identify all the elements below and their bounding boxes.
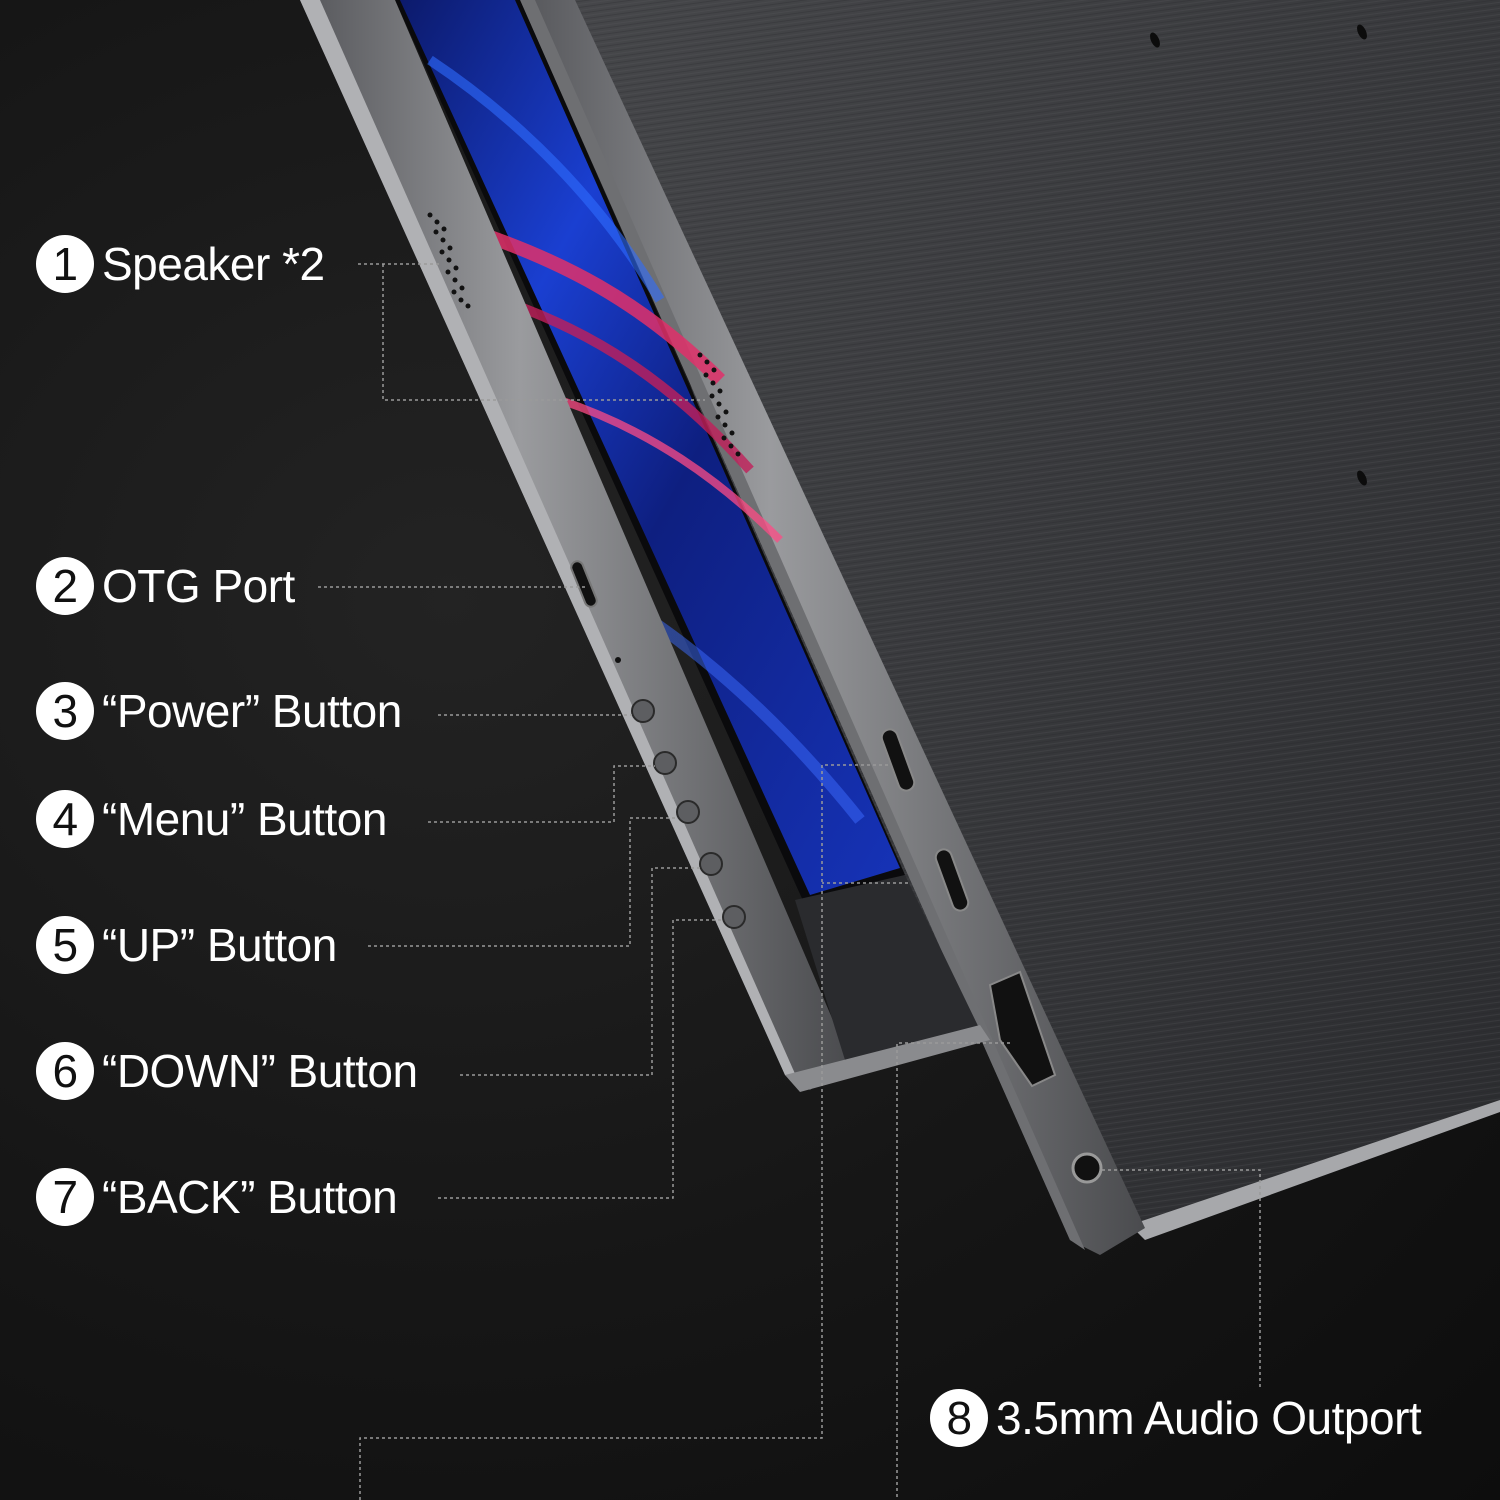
otg-port-icon (570, 560, 598, 608)
indicator-led-icon (615, 657, 621, 663)
leader-line-down (460, 867, 700, 1076)
menu-button-icon (653, 751, 677, 775)
monitor-screen (395, 0, 905, 905)
callout-number-badge: 1 (36, 235, 94, 293)
callout-number-badge: 3 (36, 682, 94, 740)
screw-hole-icon (1150, 24, 1367, 486)
callout-label: Speaker *2 (102, 238, 325, 290)
leader-line-speaker (382, 264, 705, 401)
monitor-front-frame (300, 0, 850, 1090)
usb-c-port-icon (934, 848, 970, 912)
callout-label: “Power” Button (102, 685, 402, 737)
hdmi-port-icon (988, 970, 1057, 1088)
leader-lines (318, 263, 1261, 1500)
callout-number-badge: 6 (36, 1042, 94, 1100)
audio-jack-icon (1071, 1152, 1103, 1184)
monitor-side-edge (520, 0, 1145, 1255)
leader-line-back (438, 919, 723, 1199)
usb-c-port-icon (880, 728, 916, 792)
callout-number-badge: 7 (36, 1168, 94, 1226)
callout-label: “BACK” Button (102, 1171, 398, 1223)
speaker-grille-icon (427, 212, 471, 309)
back-button-icon (722, 905, 746, 929)
callout-power-button: 3 “Power” Button (36, 682, 402, 740)
callout-back-button: 7 “BACK” Button (36, 1168, 398, 1226)
callout-number-badge: 5 (36, 916, 94, 974)
leader-line-hdmi (896, 1042, 1010, 1500)
callout-label: “UP” Button (102, 919, 337, 971)
up-button-icon (676, 800, 700, 824)
leader-line-menu (428, 765, 655, 823)
callout-speaker: 1 Speaker *2 (36, 235, 325, 293)
monitor-bottom-base (785, 875, 990, 1092)
leader-line-usb-c (359, 764, 888, 1500)
callout-label: 3.5mm Audio Outport (996, 1392, 1422, 1444)
callout-number-badge: 4 (36, 790, 94, 848)
power-button-icon (631, 699, 655, 723)
callout-number-badge: 2 (36, 557, 94, 615)
speaker-grille-icon (697, 352, 741, 457)
callout-down-button: 6 “DOWN” Button (36, 1042, 418, 1100)
monitor-back-panel (560, 0, 1500, 1240)
callout-number-badge: 8 (930, 1389, 988, 1447)
callout-label: OTG Port (102, 560, 295, 612)
callout-label: “Menu” Button (102, 793, 387, 845)
leader-line-up (368, 817, 678, 947)
callout-up-button: 5 “UP” Button (36, 916, 337, 974)
leader-line-audio (1102, 1169, 1261, 1388)
callout-label: “DOWN” Button (102, 1045, 418, 1097)
callout-otg-port: 2 OTG Port (36, 557, 295, 615)
down-button-icon (699, 852, 723, 876)
callout-menu-button: 4 “Menu” Button (36, 790, 387, 848)
callout-audio-outport: 8 3.5mm Audio Outport (930, 1389, 1422, 1447)
